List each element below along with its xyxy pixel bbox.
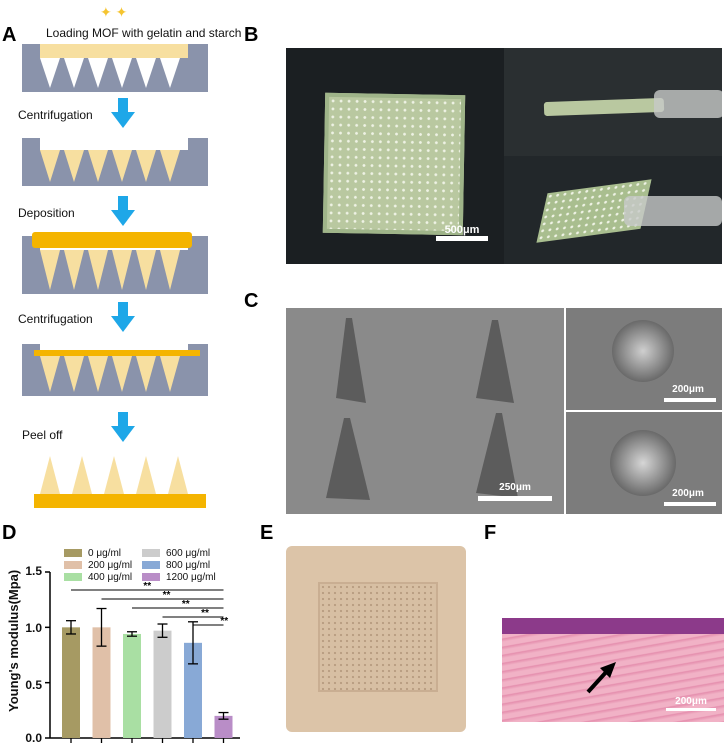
mold-stage-deposition (22, 232, 208, 294)
legend-entry: 200 μg/ml (88, 560, 133, 571)
scale-bar-label: 250μm (499, 482, 531, 493)
y-tick-label: 0.5 (25, 678, 42, 692)
legend-swatch (142, 561, 160, 569)
patch-imprint-image (318, 582, 438, 692)
legend-swatch (64, 573, 82, 581)
significance-label: ** (201, 608, 209, 619)
arrow-down-icon (111, 412, 135, 442)
arrow-down-icon (111, 196, 135, 226)
legend-swatch (142, 573, 160, 581)
mold-stage-loading (22, 44, 208, 92)
step-label-3: Centrifugation (18, 312, 93, 326)
bar (184, 642, 202, 738)
patch-photo-side-view (504, 48, 722, 156)
sparkle-icon: ✦ ✦ (100, 4, 128, 20)
significance-label: ** (143, 581, 151, 592)
legend-entry: 0 μg/ml (88, 548, 121, 559)
patch-photo-top-view: 500μm (286, 48, 504, 264)
panel-label-c: C (244, 290, 259, 312)
significance-label: ** (220, 616, 228, 627)
scale-bar (666, 708, 716, 711)
scale-bar (478, 496, 552, 501)
mold-stage-centrifuged (22, 138, 208, 186)
loading-label: Loading MOF with gelatin and starch (46, 26, 242, 40)
legend-swatch (142, 549, 160, 557)
fabrication-diagram (22, 44, 208, 508)
panel-label-b: B (244, 24, 259, 46)
scale-bar (664, 502, 716, 506)
dermis-image (502, 634, 724, 722)
bar (153, 630, 172, 738)
mold-stage-centrifuged-2 (22, 344, 208, 396)
scale-bar-label: 200μm (672, 488, 704, 499)
patch-photo-bent-view (504, 156, 722, 264)
step-label-2: Deposition (18, 206, 75, 220)
legend-swatch (64, 549, 82, 557)
significance-label: ** (163, 590, 171, 601)
microneedle-patch (34, 456, 206, 508)
legend-entry: 400 μg/ml (88, 572, 133, 583)
tweezers-image (624, 196, 722, 226)
scale-bar-label: 200μm (672, 384, 704, 395)
sem-image-array: 250μm (286, 308, 564, 514)
arrow-down-icon (111, 302, 135, 332)
step-label-1: Centrifugation (18, 108, 93, 122)
legend-entry: 600 μg/ml (166, 548, 211, 559)
black-arrow-icon (586, 662, 616, 694)
y-tick-label: 1.0 (25, 621, 42, 635)
legend-entry: 1200 μg/ml (166, 572, 216, 583)
y-tick-label: 1.5 (25, 564, 42, 578)
bar (214, 715, 233, 738)
bar (123, 633, 141, 738)
panel-label-e: E (260, 522, 274, 544)
sem-needles (326, 318, 518, 500)
needle-tip-image (612, 320, 674, 382)
legend-swatch (64, 561, 82, 569)
scale-bar-label: 500μm (444, 224, 480, 236)
panel-label-d: D (2, 522, 17, 544)
scale-bar (664, 398, 716, 402)
scale-bar (436, 236, 488, 241)
histology-image: 200μm (502, 546, 724, 722)
bar (62, 627, 80, 738)
y-tick-label: 0.0 (25, 731, 42, 745)
sem-image-bottom-needle: 200μm (566, 412, 722, 514)
step-label-4: Peel off (22, 428, 63, 442)
panel-label-a: A (2, 24, 17, 46)
panel-label-f: F (484, 522, 497, 544)
significance-label: ** (182, 599, 190, 610)
skin-photo (286, 546, 466, 732)
arrow-down-icon (111, 98, 135, 128)
tweezers-image (654, 90, 722, 118)
legend-entry: 800 μg/ml (166, 560, 211, 571)
epidermis-image (502, 618, 724, 634)
needle-tip-image (610, 430, 676, 496)
sem-image-top-needle: 200μm (566, 308, 722, 410)
bar (92, 627, 111, 738)
scale-bar-label: 200μm (675, 696, 707, 707)
